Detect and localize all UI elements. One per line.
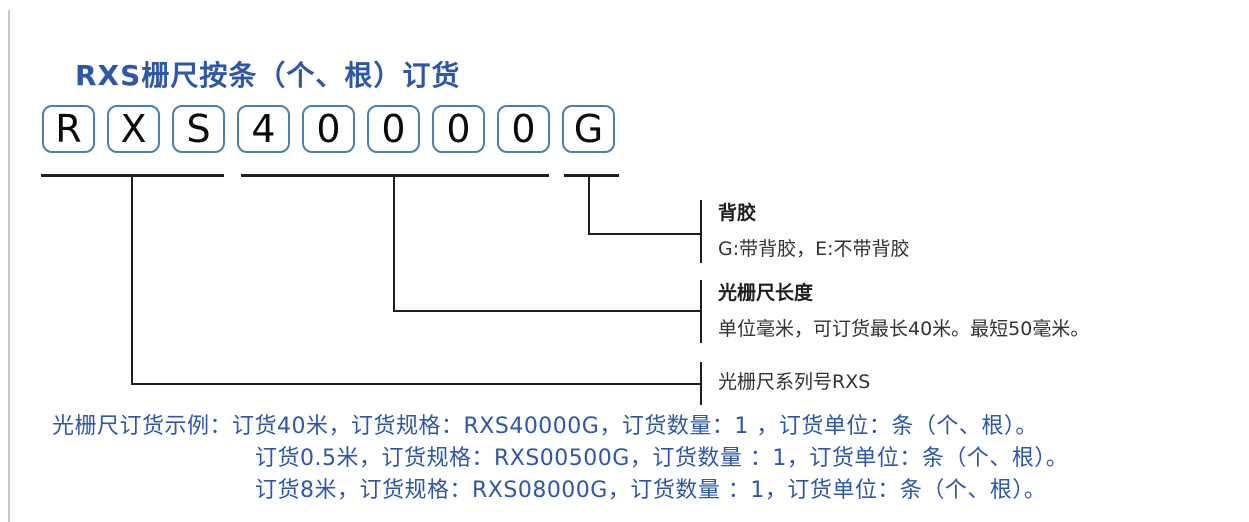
connector-adhesive-vertical xyxy=(588,176,590,233)
connector-length-vertical xyxy=(393,176,395,310)
code-box-letter: G xyxy=(573,107,604,151)
code-box-digit-2: 0 xyxy=(302,105,355,153)
code-box-g: G xyxy=(562,105,615,153)
annotation-adhesive-title: 背胶 xyxy=(718,202,757,224)
order-example-line-1: 光栅尺订货示例：订货40米，订货规格：RXS40000G，订货数量：1 ，订货单… xyxy=(52,414,1038,439)
order-example-line-3: 订货8米，订货规格：RXS08000G，订货数量 ：1，订货单位：条（个、根）。 xyxy=(255,478,1047,503)
annotation-adhesive: 背胶 G:带背胶，E:不带背胶 xyxy=(718,201,910,261)
code-box-letter: 0 xyxy=(446,107,471,151)
code-box-digit-1: 4 xyxy=(237,105,290,153)
page-left-border xyxy=(8,10,10,522)
separator-length-label xyxy=(700,280,702,343)
annotation-length-title: 光栅尺长度 xyxy=(718,282,814,304)
underline-length-group xyxy=(241,174,549,177)
connector-series-horizontal xyxy=(131,383,701,385)
code-box-r: R xyxy=(42,105,95,153)
annotation-series: 光栅尺系列号RXS xyxy=(718,370,870,394)
code-box-letter: 0 xyxy=(511,107,536,151)
code-box-digit-5: 0 xyxy=(497,105,550,153)
order-code-boxes: R X S 4 0 0 0 0 G xyxy=(42,105,615,153)
code-box-x: X xyxy=(107,105,160,153)
underline-series-group xyxy=(41,174,224,177)
code-box-letter: R xyxy=(55,107,82,151)
separator-series-label xyxy=(700,362,702,405)
connector-adhesive-horizontal xyxy=(588,233,701,235)
connector-series-vertical xyxy=(131,176,133,383)
connector-length-horizontal xyxy=(393,310,701,312)
code-box-s: S xyxy=(172,105,225,153)
page-title: RXS栅尺按条（个、根）订货 xyxy=(75,59,461,92)
code-box-letter: X xyxy=(120,107,147,151)
underline-adhesive-group xyxy=(564,174,619,177)
code-box-letter: 4 xyxy=(251,107,276,151)
annotation-series-desc: 光栅尺系列号RXS xyxy=(718,371,871,393)
code-box-digit-3: 0 xyxy=(367,105,420,153)
code-box-digit-4: 0 xyxy=(432,105,485,153)
code-box-letter: 0 xyxy=(381,107,406,151)
order-example-line-2: 订货0.5米，订货规格：RXS00500G，订货数量 ：1，订货单位：条（个、根… xyxy=(255,446,1069,471)
annotation-length-desc: 单位毫米，可订货最长40米。最短50毫米。 xyxy=(718,318,1090,340)
annotation-length: 光栅尺长度 单位毫米，可订货最长40米。最短50毫米。 xyxy=(718,281,1089,341)
code-box-letter: 0 xyxy=(316,107,341,151)
annotation-adhesive-desc: G:带背胶，E:不带背胶 xyxy=(718,238,910,260)
separator-adhesive-label xyxy=(700,200,702,263)
code-box-letter: S xyxy=(186,107,211,151)
